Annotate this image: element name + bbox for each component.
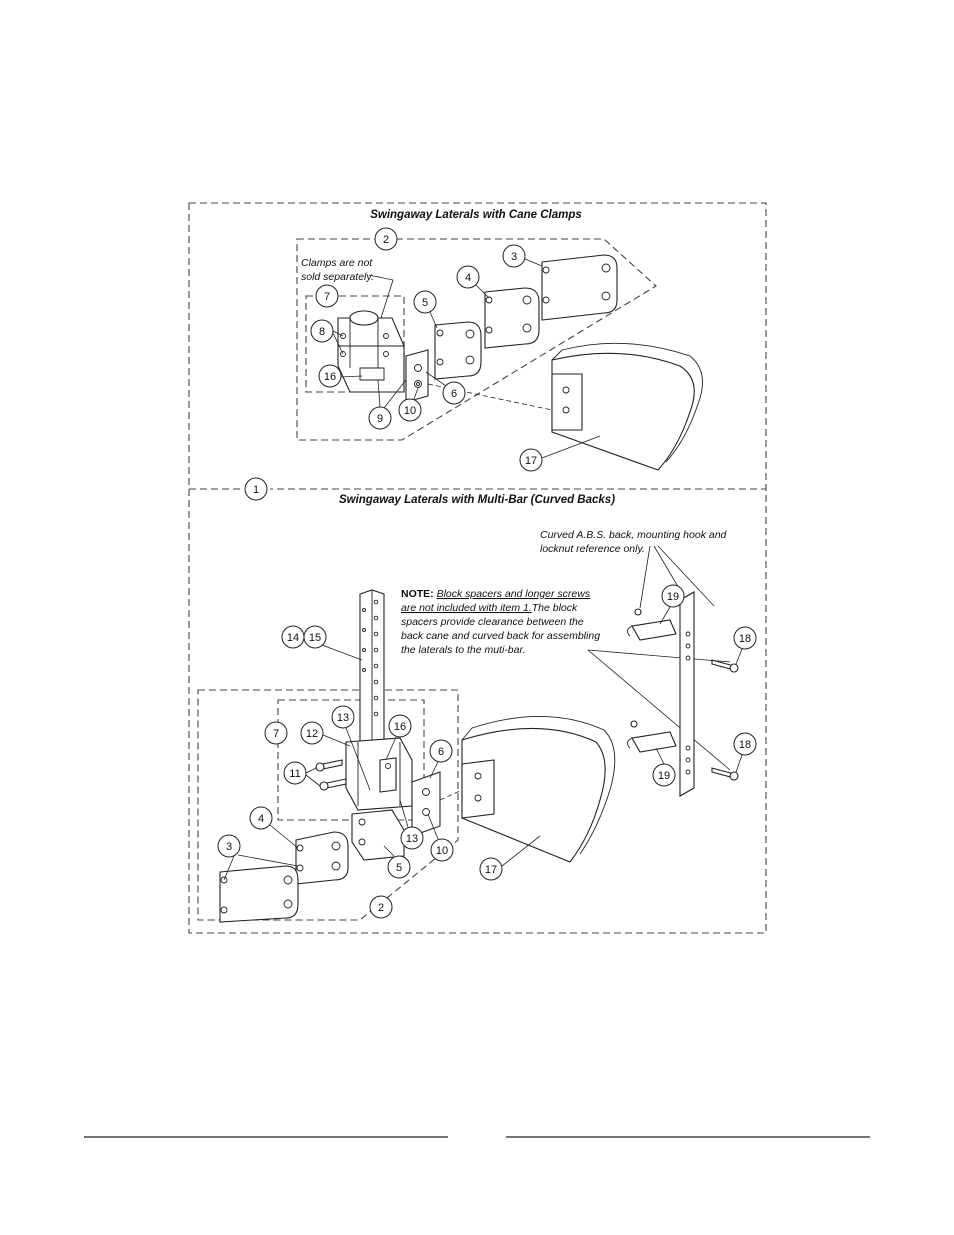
curved-back: [679, 591, 695, 797]
svg-text:back cane and curved back for: back cane and curved back for assembling: [401, 630, 600, 642]
callout-9: 9: [368, 379, 407, 430]
part-17-pad-bottom: [461, 716, 616, 863]
callout-16-bottom: 16: [385, 714, 412, 761]
svg-text:1: 1: [253, 484, 259, 496]
callout-18-lower: 18: [733, 732, 757, 773]
svg-text:spacers provide clearance betw: spacers provide clearance between the: [401, 616, 584, 628]
svg-text:11: 11: [289, 768, 300, 780]
callout-13-upper: 13: [331, 705, 371, 791]
screw-18-lower: [711, 767, 739, 781]
svg-text:2: 2: [383, 234, 389, 246]
svg-text:9: 9: [377, 413, 383, 425]
item-2-outline-bottom: [197, 689, 459, 921]
callout-17: 17: [519, 435, 601, 472]
clamps-note: Clamps are not sold separately.: [301, 257, 375, 283]
svg-text:10: 10: [436, 845, 448, 857]
part-3-bracket: [541, 254, 618, 321]
callout-2: 2: [374, 227, 398, 251]
part-4-bracket-bottom: [295, 831, 349, 885]
locknut-upper: [634, 608, 642, 616]
svg-text:5: 5: [396, 862, 402, 874]
svg-text:18: 18: [739, 633, 751, 645]
screw-18-upper: [711, 659, 739, 673]
bottom-panel-title: Swingaway Laterals with Multi-Bar (Curve…: [339, 494, 615, 506]
callout-7: 7: [315, 284, 339, 308]
svg-text:15: 15: [309, 632, 321, 644]
block-spacer-note: NOTE: Block spacers and longer screws ar…: [401, 588, 600, 656]
callout-8: 8: [310, 319, 344, 355]
svg-text:10: 10: [404, 405, 416, 417]
callout-11: 11: [283, 761, 321, 787]
callout-4: 4: [456, 265, 490, 299]
item-1-callout: 1: [240, 477, 270, 501]
callout-7-bottom: 7: [264, 721, 288, 745]
callout-5-bottom: 5: [383, 845, 411, 879]
svg-text:19: 19: [667, 591, 679, 603]
callout-14: 14: [281, 625, 305, 649]
callout-19-lower: 19: [652, 747, 676, 787]
svg-text:6: 6: [451, 388, 457, 400]
svg-text:Curved A.B.S. back, mounting h: Curved A.B.S. back, mounting hook and: [540, 529, 728, 541]
svg-text:13: 13: [406, 833, 418, 845]
svg-text:the laterals to the muti-bar.: the laterals to the muti-bar.: [401, 644, 526, 656]
part-6-block-bottom: [411, 771, 441, 837]
svg-text:8: 8: [319, 326, 325, 338]
callout-16: 16: [318, 364, 363, 388]
callout-10-bottom: 10: [427, 813, 454, 862]
svg-text:4: 4: [465, 272, 471, 284]
svg-text:19: 19: [658, 770, 670, 782]
part-3-bracket-bottom: [219, 865, 299, 923]
part-17-pad-top: [551, 342, 703, 471]
locknut-lower: [630, 720, 638, 728]
svg-text:5: 5: [422, 297, 428, 309]
svg-text:are not included with item 1.T: are not included with item 1.The block: [401, 602, 578, 614]
part-6-block: [405, 349, 429, 403]
callout-18-upper: 18: [733, 626, 757, 665]
svg-text:4: 4: [258, 813, 264, 825]
part-5-bracket-bottom: [351, 809, 405, 861]
svg-text:3: 3: [226, 841, 232, 853]
svg-text:locknut reference only.: locknut reference only.: [540, 543, 645, 555]
svg-text:12: 12: [306, 728, 318, 740]
svg-text:14: 14: [287, 632, 299, 644]
callout-12: 12: [300, 721, 351, 747]
item-2-outline: [296, 238, 657, 441]
callout-15: 15: [303, 625, 363, 661]
svg-text:18: 18: [739, 739, 751, 751]
svg-text:13: 13: [337, 712, 349, 724]
svg-text:17: 17: [525, 455, 537, 467]
callout-2-bottom: 2: [369, 895, 393, 919]
svg-text:3: 3: [511, 251, 517, 263]
svg-text:7: 7: [324, 291, 330, 303]
mounting-hook-upper: [627, 619, 677, 641]
svg-text:16: 16: [394, 721, 406, 733]
screws-11: [315, 759, 347, 791]
callout-6-bottom: 6: [429, 739, 453, 779]
callout-10: 10: [398, 387, 422, 422]
svg-text:2: 2: [378, 902, 384, 914]
part-5-bracket: [434, 321, 482, 380]
cane-clamp: [337, 310, 405, 393]
svg-text:17: 17: [485, 864, 497, 876]
top-panel-title: Swingaway Laterals with Cane Clamps: [370, 209, 582, 221]
callout-3-bottom: 3: [217, 834, 299, 881]
callout-5: 5: [413, 290, 438, 329]
callout-17-bottom: 17: [479, 835, 541, 881]
callout-6: 6: [425, 371, 466, 405]
multi-bar-clamp: [345, 737, 413, 811]
svg-text:6: 6: [438, 746, 444, 758]
svg-text:16: 16: [324, 371, 336, 383]
mounting-hook-lower: [627, 731, 677, 753]
part-4-bracket: [484, 287, 540, 349]
diagram-frame: [188, 202, 767, 934]
reference-note: Curved A.B.S. back, mounting hook and lo…: [540, 529, 728, 609]
svg-text:NOTE: Block spacers and longer: NOTE: Block spacers and longer screws: [401, 588, 591, 600]
callout-19-upper: 19: [659, 584, 685, 625]
callout-13-lower: 13: [399, 799, 424, 850]
clamps-box-bottom: [277, 699, 425, 821]
svg-text:7: 7: [273, 728, 279, 740]
callout-3: 3: [502, 244, 543, 268]
callout-4-bottom: 4: [249, 806, 299, 849]
